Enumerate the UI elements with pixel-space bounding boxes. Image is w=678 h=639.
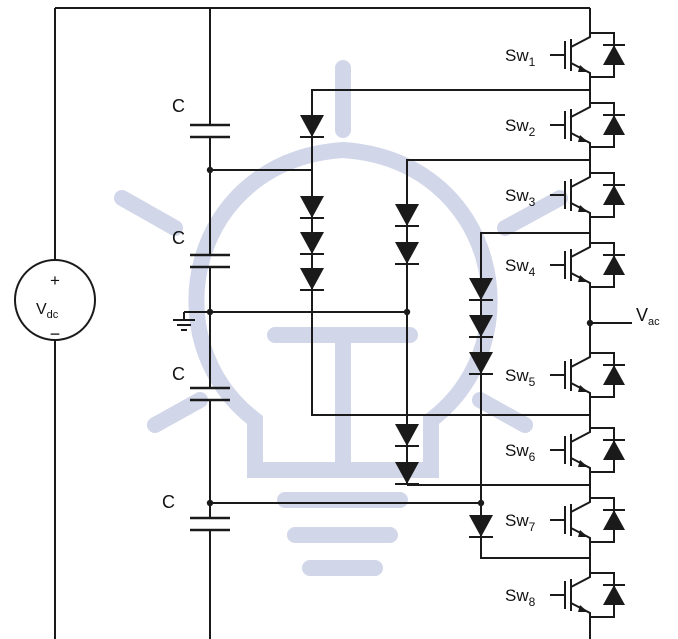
switch-label-5: Sw5 bbox=[505, 366, 536, 389]
switch-label-4: Sw4 bbox=[505, 256, 536, 279]
switch-label-sub: 7 bbox=[529, 520, 536, 534]
switch-label-8: Sw8 bbox=[505, 586, 536, 609]
clamp-diode-d6 bbox=[395, 242, 419, 265]
switch-label-7: Sw7 bbox=[505, 511, 536, 534]
igbt-switch-6: Sw6 bbox=[505, 427, 625, 473]
igbt-switch-7: Sw7 bbox=[505, 497, 625, 543]
switch-label-base: Sw bbox=[505, 46, 529, 65]
switch-label-base: Sw bbox=[505, 511, 529, 530]
switch-label-sub: 4 bbox=[529, 265, 536, 279]
igbt-switch-3: Sw3 bbox=[505, 172, 625, 218]
clamp-diode-d9 bbox=[469, 278, 493, 301]
capacitor-4-label: C bbox=[162, 492, 175, 512]
switch-label-1: Sw1 bbox=[505, 46, 536, 69]
source-label-sub: dc bbox=[47, 309, 59, 321]
switch-label-2: Sw2 bbox=[505, 116, 536, 139]
dc-voltage-source: + Vdc − bbox=[14, 8, 96, 639]
capacitor-4 bbox=[190, 516, 230, 532]
switch-label-3: Sw3 bbox=[505, 186, 536, 209]
switch-label-base: Sw bbox=[505, 586, 529, 605]
switch-label-sub: 2 bbox=[529, 125, 536, 139]
switch-label-sub: 1 bbox=[529, 55, 536, 69]
switch-label-base: Sw bbox=[505, 441, 529, 460]
clamp-diode-d4 bbox=[300, 268, 324, 291]
ground-icon bbox=[173, 311, 210, 331]
switch-label-sub: 6 bbox=[529, 450, 536, 464]
switch-label-base: Sw bbox=[505, 116, 529, 135]
output-label-v: V bbox=[636, 305, 648, 325]
clamp-diode-d11 bbox=[469, 352, 493, 375]
source-minus: − bbox=[50, 324, 61, 344]
igbt-switch-4: Sw4 bbox=[505, 242, 625, 288]
clamp-diode-d1 bbox=[300, 115, 324, 138]
switch-label-sub: 5 bbox=[529, 375, 536, 389]
output-label-sub: ac bbox=[648, 316, 660, 328]
switch-label-6: Sw6 bbox=[505, 441, 536, 464]
source-label-v: V bbox=[36, 301, 47, 318]
capacitor-3 bbox=[190, 386, 230, 402]
clamp-diode-d2 bbox=[300, 196, 324, 219]
source-plus: + bbox=[50, 271, 60, 290]
capacitor-1-label: C bbox=[172, 96, 185, 116]
clamp-diode-d5 bbox=[395, 204, 419, 227]
igbt-switch-8: Sw8 bbox=[505, 572, 625, 618]
clamp-diode-d12 bbox=[469, 515, 493, 538]
switch-label-sub: 8 bbox=[529, 595, 536, 609]
clamp-diode-d10 bbox=[469, 315, 493, 338]
capacitor-2-label: C bbox=[172, 228, 185, 248]
clamp-diode-d7 bbox=[395, 424, 419, 447]
igbt-switch-1: Sw1 bbox=[505, 32, 625, 78]
igbt-switch-2: Sw2 bbox=[505, 102, 625, 148]
switch-label-base: Sw bbox=[505, 186, 529, 205]
switch-label-base: Sw bbox=[505, 256, 529, 275]
source-label: Vdc bbox=[36, 301, 59, 321]
switch-label-sub: 3 bbox=[529, 195, 536, 209]
igbt-switch-5: Sw5 bbox=[505, 352, 625, 398]
switch-label-base: Sw bbox=[505, 366, 529, 385]
capacitor-3-label: C bbox=[172, 364, 185, 384]
output-label: Vac bbox=[636, 305, 660, 328]
clamp-diode-d8 bbox=[395, 462, 419, 485]
clamp-diode-d3 bbox=[300, 232, 324, 255]
capacitor-1 bbox=[190, 123, 230, 139]
lightbulb-watermark-icon bbox=[114, 60, 568, 576]
capacitor-2 bbox=[190, 253, 230, 269]
